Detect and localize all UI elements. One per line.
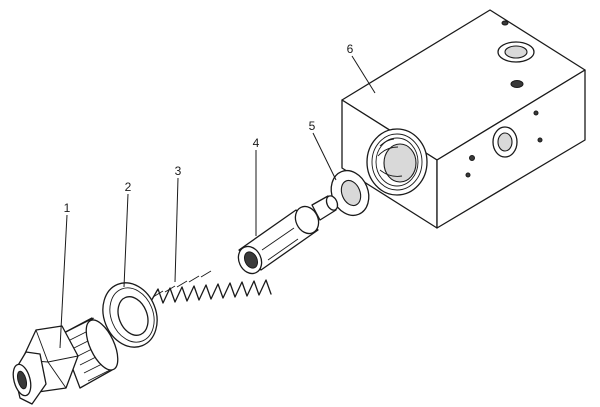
threaded-plug xyxy=(12,317,119,405)
label-part-4: 4 xyxy=(253,136,260,150)
label-part-3: 3 xyxy=(175,164,182,178)
part-labels: 1 2 3 4 5 6 xyxy=(64,42,354,215)
leader-lines xyxy=(59,55,376,349)
washer-large xyxy=(102,282,158,348)
label-part-5: 5 xyxy=(309,119,316,133)
valve-block xyxy=(341,9,586,229)
label-part-2: 2 xyxy=(125,180,132,194)
label-part-6: 6 xyxy=(347,42,354,56)
washer-small xyxy=(330,169,370,217)
label-part-1: 1 xyxy=(64,201,71,215)
piston xyxy=(237,195,339,275)
spring xyxy=(149,270,272,304)
